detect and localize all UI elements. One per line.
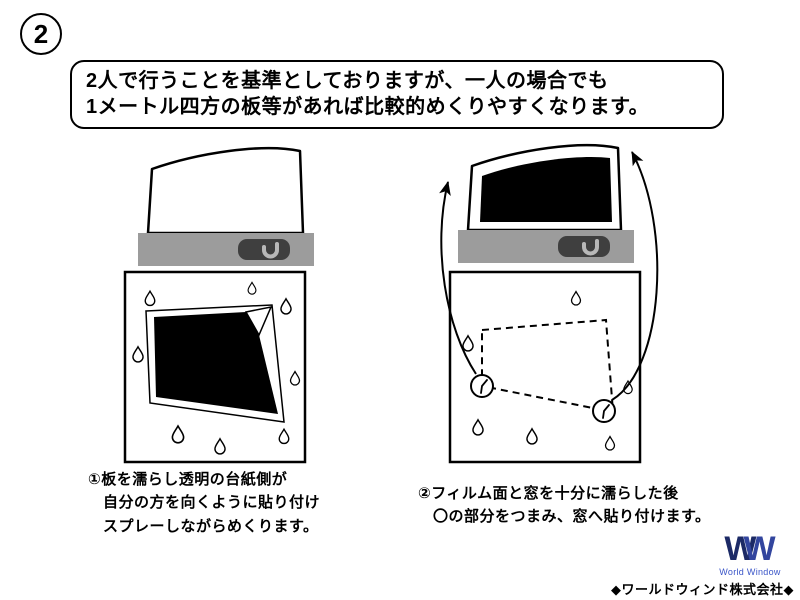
caption-step-1-line-3: スプレーしながらめくります。 [103,517,319,535]
pinch-point-right [592,399,616,423]
car-window-empty [138,146,314,266]
caption-step-1: ①板を濡らし透明の台紙側が 自分の方を向くように貼り付け スプレーしながらめくり… [88,468,388,538]
peeled-corner [244,305,273,337]
caption-step-2-line-1: ②フィルム面と窓を十分に濡らした後 [418,485,679,502]
callout-bubble: 2人で行うことを基準としておりますが、一人の場合でも 1メートル四方の板等があれ… [70,60,724,129]
apply-direction-arrows [439,151,659,401]
logo-w-1: W [724,530,756,568]
step-number: 2 [33,18,49,49]
logo-ww-mark: WW [724,532,775,566]
board-with-film [123,270,307,464]
pinch-point-left [470,374,494,398]
company-logo: WW World Window [712,532,788,577]
callout-line-1: 2人で行うことを基準としておりますが、一人の場合でも [86,70,609,92]
logo-subtext: World Window [719,567,781,577]
film-sheet [154,312,278,414]
step-number-badge: 2 [20,13,62,55]
illustration-apply-film [439,143,659,464]
caption-step-2: ②フィルム面と窓を十分に濡らした後 〇の部分をつまみ、窓へ貼り付けます。 [418,482,748,529]
applied-film [480,156,612,222]
caption-step-2-line-2: 〇の部分をつまみ、窓へ貼り付けます。 [433,508,711,526]
arrow-left [439,181,477,375]
callout-line-2: 1メートル四方の板等があれば比較的めくりやすくなります。 [86,96,650,119]
door-handle-icon [558,236,610,257]
door-handle-icon [238,239,290,260]
car-window-filmed [458,143,634,263]
arrow-right [611,151,659,401]
company-name: ◆ワールドウィンド株式会社◆ [611,582,794,597]
logo-w-2: W [743,530,776,568]
caption-step-1-line-1: ①板を濡らし透明の台紙側が [88,471,288,488]
board-with-dashed-film [448,270,642,464]
caption-step-1-line-2: 自分の方を向くように貼り付け [103,494,321,512]
illustration-peel-film [123,146,314,464]
